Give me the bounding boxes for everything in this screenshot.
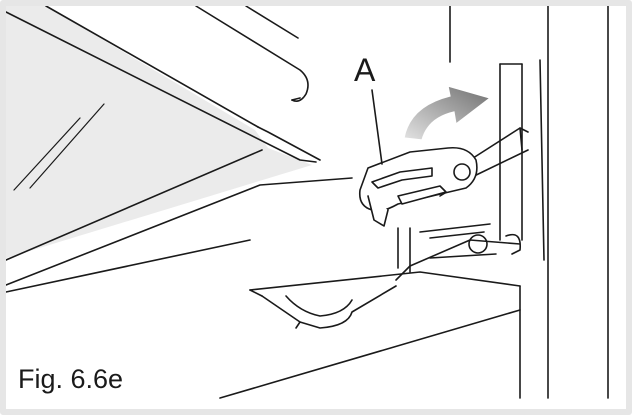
door-front [219, 239, 521, 399]
glass-door-panel [0, 5, 353, 286]
figure-caption: Fig. 6.6e [18, 364, 124, 394]
curved-up-arrow-icon [403, 85, 492, 141]
hinge-lever-icon [358, 146, 478, 227]
callout-label-a: A [354, 52, 376, 88]
oven-top-rail [195, 5, 309, 102]
callout-leader-a [371, 89, 383, 165]
cabinet-frame [449, 5, 609, 399]
